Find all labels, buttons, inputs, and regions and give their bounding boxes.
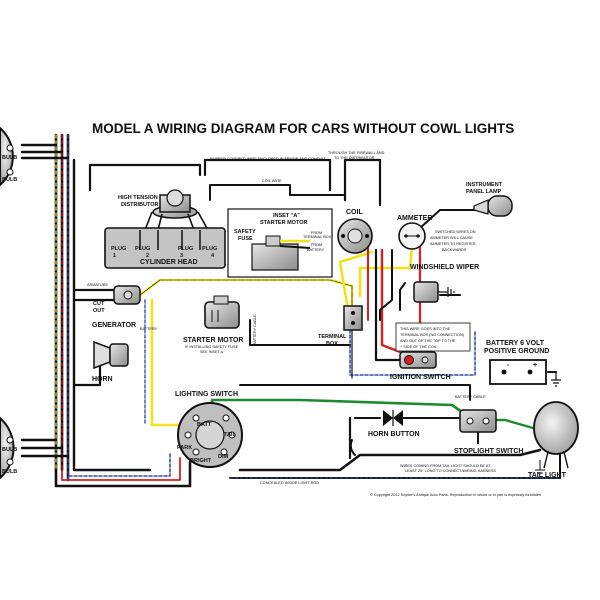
battery-cable-label: BATTERY CABLE (455, 395, 486, 399)
from-terminal-label-1: FROM (311, 231, 322, 235)
generator-label: GENERATOR (92, 322, 136, 329)
headlamp-bottom (0, 416, 15, 480)
wire-note-1: THIS WIRE GOES INTO THE (400, 327, 451, 331)
generator-icon (113, 285, 141, 305)
inset-a-label: INSET "A" (273, 213, 300, 219)
switched-wires-note-2: AMMETER WILL CAUSE (430, 236, 473, 240)
plug-number-4: 4 (211, 253, 215, 259)
terminal-box-label-1: TERMINAL (318, 334, 347, 340)
armature-label: ARMATURE (87, 283, 108, 287)
firewall-note-2: TO THE DISTRIBUTOR (334, 156, 375, 160)
tail-wires-note-1: WIRES COMING FROM TAIL LIGHT SHOULD BE A… (400, 464, 491, 468)
headlamp-top (0, 126, 14, 187)
switched-wires-note-3: AMMETER TO REGISTER (430, 242, 476, 246)
dim-terminal-label: DIM (218, 454, 229, 460)
coil-label: COIL (346, 209, 363, 216)
wiper-label: WINDSHIELD WIPER (410, 264, 479, 271)
terminal-box-icon (343, 305, 363, 331)
horn-icon (93, 340, 129, 370)
horn-button-icon (383, 410, 403, 426)
ignition-switch-icon (399, 351, 437, 369)
page-title: MODEL A WIRING DIAGRAM FOR CARS WITHOUT … (92, 121, 514, 136)
svg-text:+: + (533, 362, 537, 369)
switched-wires-note-1: SWITCHED WIRES ON (435, 230, 476, 234)
wire-note-3: AND OUT OF THE TOP TO THE (400, 339, 456, 343)
bulb-label-3: BULB (2, 447, 17, 453)
distributor-label-1: HIGH TENSION (118, 195, 158, 201)
panel-lamp-label-1: INSTRUMENT (466, 182, 503, 188)
cylinder-head (104, 227, 226, 269)
svg-text:-: - (507, 362, 510, 369)
tail-wires-note-2: LEAST 25" LONG TO CONNECT WIRING HARNESS (405, 469, 496, 473)
batt-terminal-label: BATT (197, 422, 212, 428)
wire-note-box (395, 322, 471, 352)
starter-note-1: IF INSTALLING SAFETY FUSE (185, 345, 239, 349)
park-terminal-label: PARK (177, 445, 192, 451)
cylinder-head-label: CYLINDER HEAD (140, 259, 198, 266)
stoplight-switch-icon (459, 409, 497, 444)
battery-cable-vert-label: BATTERY CABLE (253, 314, 257, 345)
coil-icon (337, 218, 373, 254)
battery-6v-label-1: BATTERY 6 VOLT (486, 340, 545, 347)
plug-label-2: PLUG (135, 246, 150, 252)
wire-note-4: + SIDE OF THE COIL (400, 345, 437, 349)
safety-fuse-label-1: SAFETY (234, 229, 256, 235)
from-terminal-label-2: TERMINAL BOX (303, 235, 332, 239)
bright-terminal-label: BRIGHT (190, 458, 212, 464)
plug-number-3: 3 (180, 253, 183, 259)
left-harness (20, 133, 192, 488)
cutout-label-1: CUT (93, 301, 105, 307)
distributor-label-2: DISTRIBUTOR (121, 202, 159, 208)
coil-wire-note: COIL WIRE (262, 179, 282, 183)
plug-number-1: 1 (113, 253, 116, 259)
copyright-text: © Copyright 2012 Snyder's Antique Auto P… (370, 493, 542, 497)
safety-fuse-label-2: FUSE (238, 236, 253, 242)
bulb-label-2: BULB (2, 177, 17, 183)
wires (20, 133, 561, 488)
terminal-box-label-2: BOX (326, 341, 338, 347)
inset-starter-label: STARTER MOTOR (260, 220, 307, 226)
lighting-switch-icon (177, 402, 243, 468)
concealed-wire-note: CONCEALED INSIDE LIGHT ROD (260, 481, 319, 485)
bulb-label-1: BULB (2, 155, 17, 161)
ammeter-label: AMMETER (397, 215, 432, 222)
battery-icon: - + (489, 359, 561, 387)
plug-number-2: 2 (146, 253, 149, 259)
plug-label-4: PLUG (202, 246, 217, 252)
cutout-label-2: OUT (93, 308, 105, 314)
battery-6v-label-2: POSITIVE GROUND (484, 348, 549, 355)
tail-terminal-label: TAIL (224, 432, 236, 438)
horn-label: HORN (92, 376, 113, 383)
switched-wires-note-4: BACKWARDS (442, 248, 467, 252)
stoplight-switch-label: STOPLIGHT SWITCH (454, 448, 523, 455)
battery-small-label: BATTERY (140, 327, 158, 331)
tail-light-label: TAIL LIGHT (528, 472, 567, 479)
firewall-note-1: THROUGH THE FIREWALL AND (328, 151, 385, 155)
from-battery-label-1: FROM (311, 243, 322, 247)
starter-motor-label: STARTER MOTOR (183, 337, 243, 344)
plug-label-3: PLUG (178, 246, 193, 252)
rubber-wire-note: RUBBER COVERED WIRE ENCLOSED IN ARMOR AN… (210, 157, 326, 161)
lighting-switch-label: LIGHTING SWITCH (175, 391, 238, 398)
instrument-lamp-icon (473, 195, 513, 217)
horn-button-label: HORN BUTTON (368, 431, 420, 438)
inset-a-box (227, 208, 333, 278)
starter-motor-icon (204, 295, 240, 329)
ammeter-icon (398, 222, 426, 250)
panel-lamp-label-2: PANEL LAMP (466, 189, 502, 195)
wire-note-2: TERMINAL BOX (NO CONNECTION) (400, 333, 465, 337)
plug-label-1: PLUG (111, 246, 126, 252)
windshield-wiper-icon (413, 281, 455, 303)
starter-note-2: SEE INSET A (200, 350, 224, 354)
distributor-icon (144, 189, 209, 231)
tail-light-icon (533, 401, 579, 474)
from-battery-label-2: BATTERY (307, 248, 325, 252)
bulb-label-4: BULB (2, 469, 17, 475)
ignition-switch-label: IGNITION SWITCH (390, 374, 451, 381)
